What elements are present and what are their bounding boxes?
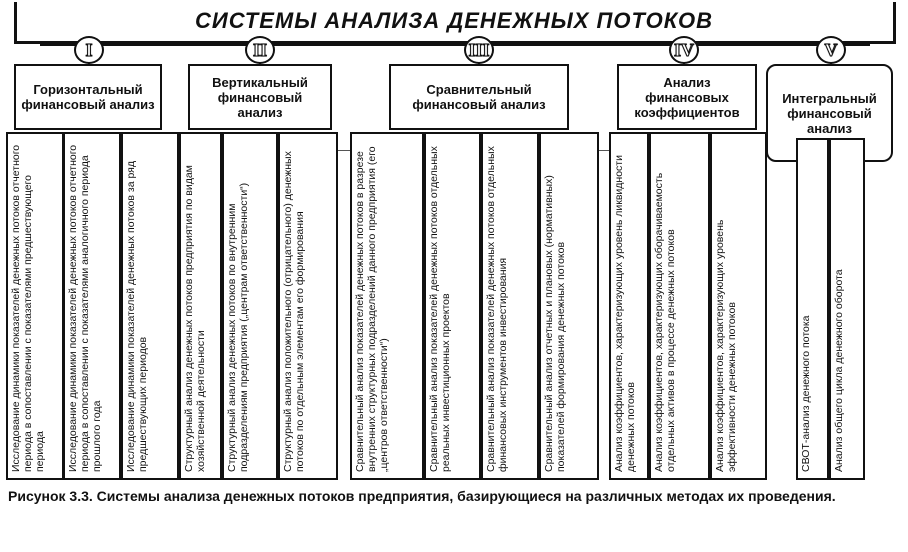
diagram-title: СИСТЕМЫ АНАЛИЗА ДЕНЕЖНЫХ ПОТОКОВ [195,8,713,33]
group-5-item-2: Анализ общего цикла денежного оборота [829,138,865,480]
group-3-item-4: Сравнительный анализ отчетных и плановых… [539,132,599,480]
title-banner [14,2,896,44]
group-3-header: Сравнительный финансовый анализ [389,64,569,130]
group-2-item-3-text: Структурный анализ положительного (отриц… [282,151,306,472]
group-2-item-2-text: Структурный анализ денежных потоков по в… [226,182,250,472]
figure-caption: Рисунок 3.3. Системы анализа денежных по… [8,488,836,504]
group-1-numeral: I [74,36,104,64]
group-1-header: Горизонтальный финансовый анализ [14,64,162,130]
group-5-item-2-text: Анализ общего цикла денежного оборота [833,269,845,472]
group-1-item-3: Исследование динамики показателей денежн… [121,132,179,480]
group-3-numeral: III [464,36,494,64]
group-5-numeral: V [816,36,846,64]
group-4-item-2: Анализ коэффициентов, характеризующих об… [649,132,710,480]
group-3-item-4-text: Сравнительный анализ отчетных и плановых… [543,175,567,472]
group-3-item-1-text: Сравнительный анализ показателей денежны… [354,146,390,472]
group-5-item-1: СВОТ-анализ денежного потока [796,138,829,480]
group-2-item-1-text: Структурный анализ денежных потоков пред… [183,165,207,472]
group-2-numeral: II [245,36,275,64]
group-2-item-1: Структурный анализ денежных потоков пред… [179,132,222,480]
group-3-item-1: Сравнительный анализ показателей денежны… [350,132,424,480]
group-4-header: Анализ финансовых коэффициентов [617,64,757,130]
group-3-item-3-text: Сравнительный анализ показателей денежны… [485,146,509,472]
group-2-item-2: Структурный анализ денежных потоков по в… [222,132,278,480]
group-1-item-2: Исследование динамики показателей денежн… [63,132,121,480]
group-1-item-1: Исследование динамики показателей денежн… [6,132,64,480]
group-4-item-1: Анализ коэффициентов, характеризующих ур… [609,132,649,480]
group-3-item-3: Сравнительный анализ показателей денежны… [481,132,539,480]
group-4-item-3: Анализ коэффициентов, характеризующих ур… [710,132,767,480]
group-3-item-2: Сравнительный анализ показателей денежны… [424,132,481,480]
group-5-item-1-text: СВОТ-анализ денежного потока [800,315,812,472]
group-1-item-2-text: Исследование динамики показателей денежн… [67,144,103,472]
group-1-item-1-text: Исследование динамики показателей денежн… [10,144,46,472]
group-2-header: Вертикальный финансовый анализ [188,64,332,130]
group-4-item-3-text: Анализ коэффициентов, характеризующих ур… [714,219,738,472]
top-connector-line [40,44,870,46]
group-1-item-3-text: Исследование динамики показателей денежн… [125,161,149,472]
group-3-item-2-text: Сравнительный анализ показателей денежны… [428,146,452,472]
group-4-item-1-text: Анализ коэффициентов, характеризующих ур… [613,155,637,472]
group-4-numeral: IV [669,36,699,64]
group-2-item-3: Структурный анализ положительного (отриц… [278,132,338,480]
group-4-item-2-text: Анализ коэффициентов, характеризующих об… [653,172,677,472]
